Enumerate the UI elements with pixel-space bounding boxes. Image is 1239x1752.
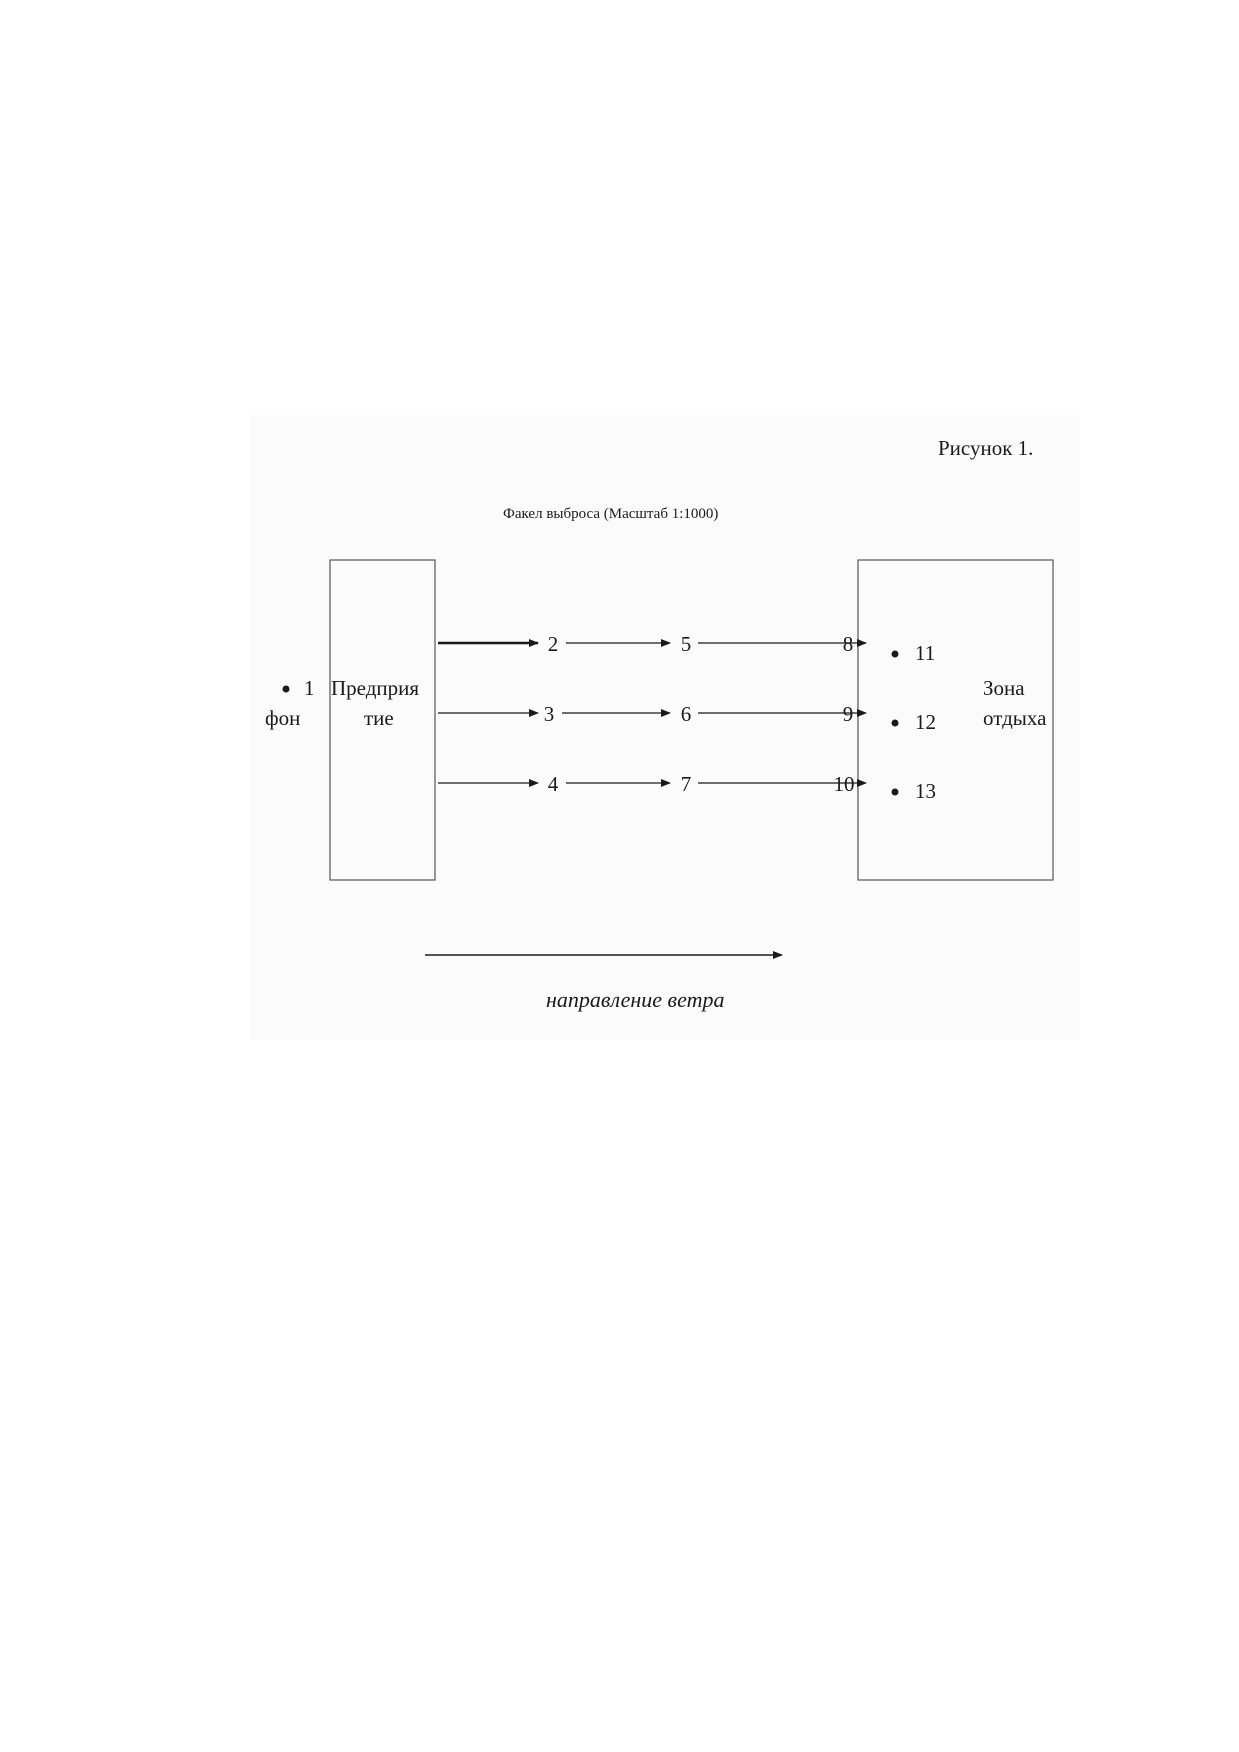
- point-6: 6: [681, 702, 692, 726]
- point-10: 10: [834, 772, 855, 796]
- background-label: фон: [265, 706, 300, 730]
- scheme-diagram: Рисунок 1. Факел выброса (Масштаб 1:1000…: [265, 436, 1054, 1012]
- point-11-dot: [891, 650, 899, 658]
- point-11: 11: [915, 641, 935, 665]
- point-4: 4: [548, 772, 559, 796]
- point-12-dot: [891, 719, 899, 727]
- recreation-zone-label-line1: Зона: [983, 676, 1025, 700]
- scheme-figure: Рисунок 1. Факел выброса (Масштаб 1:1000…: [250, 415, 1080, 1040]
- point-13: 13: [915, 779, 936, 803]
- recreation-zone-label-line2: отдыха: [983, 706, 1047, 730]
- recreation-zone-box: [857, 559, 1054, 881]
- point-3: 3: [544, 702, 555, 726]
- point-12: 12: [915, 710, 936, 734]
- point-5: 5: [681, 632, 692, 656]
- figure-title: Факел выброса (Масштаб 1:1000): [503, 506, 718, 522]
- figure-caption: Рисунок 1.: [938, 436, 1033, 460]
- point-9: 9: [843, 702, 854, 726]
- enterprise-label-line1: Предприя: [331, 676, 419, 700]
- point-7: 7: [681, 772, 692, 796]
- background-point-dot: [282, 685, 290, 693]
- enterprise-box: [329, 559, 436, 881]
- point-13-dot: [891, 788, 899, 796]
- point-2: 2: [548, 632, 559, 656]
- point-8: 8: [843, 632, 854, 656]
- background-point-number: 1: [304, 676, 315, 700]
- enterprise-label-line2: тие: [364, 706, 394, 730]
- wind-direction-label: направление ветра: [546, 987, 724, 1012]
